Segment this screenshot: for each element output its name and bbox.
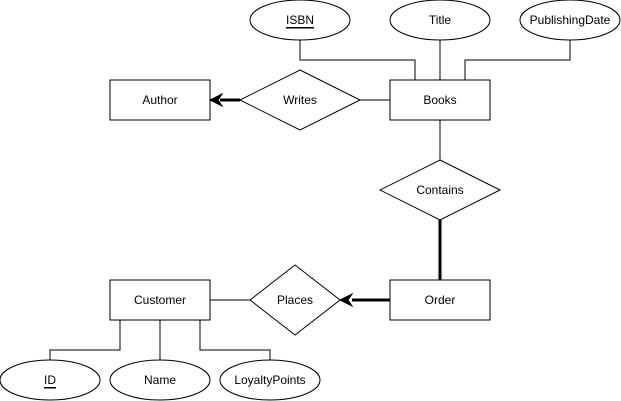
attribute-name-label: Name: [144, 373, 176, 387]
edge-isbn-books: [299, 40, 416, 80]
relationship-places-label: Places: [277, 293, 313, 307]
relationship-places[interactable]: Places: [249, 264, 341, 336]
relationship-writes-label: Writes: [283, 93, 317, 107]
entity-books-label: Books: [423, 93, 456, 107]
edge-publishingdate-books: [464, 40, 571, 80]
attribute-isbn[interactable]: ISBN: [249, 0, 351, 41]
entity-order-label: Order: [425, 293, 456, 307]
attribute-id[interactable]: ID: [0, 359, 101, 401]
entity-author-label: Author: [142, 93, 177, 107]
attribute-loyaltypoints-label: LoyaltyPoints: [234, 373, 305, 387]
relationship-contains-label: Contains: [416, 183, 463, 197]
relationship-contains[interactable]: Contains: [378, 159, 502, 221]
arrowhead-places: [338, 292, 354, 308]
attribute-publishingdate[interactable]: PublishingDate: [519, 0, 621, 41]
relationship-writes[interactable]: Writes: [238, 69, 362, 131]
entity-author[interactable]: Author: [109, 79, 211, 121]
entity-customer-label: Customer: [134, 293, 186, 307]
attribute-isbn-label: ISBN: [286, 13, 314, 27]
connectors: [49, 40, 571, 360]
entity-books[interactable]: Books: [389, 79, 491, 121]
arrowhead-author: [208, 92, 224, 108]
attribute-publishingdate-label: PublishingDate: [530, 13, 611, 27]
entity-order[interactable]: Order: [389, 279, 491, 321]
attribute-title[interactable]: Title: [389, 0, 491, 41]
edge-id-customer: [49, 320, 121, 360]
attribute-loyaltypoints[interactable]: LoyaltyPoints: [219, 359, 321, 401]
attribute-name[interactable]: Name: [109, 359, 211, 401]
attribute-id-label: ID: [44, 373, 56, 387]
entity-customer[interactable]: Customer: [109, 279, 211, 321]
edge-loyaltypoints-customer: [199, 320, 271, 360]
attribute-title-label: Title: [429, 13, 452, 27]
